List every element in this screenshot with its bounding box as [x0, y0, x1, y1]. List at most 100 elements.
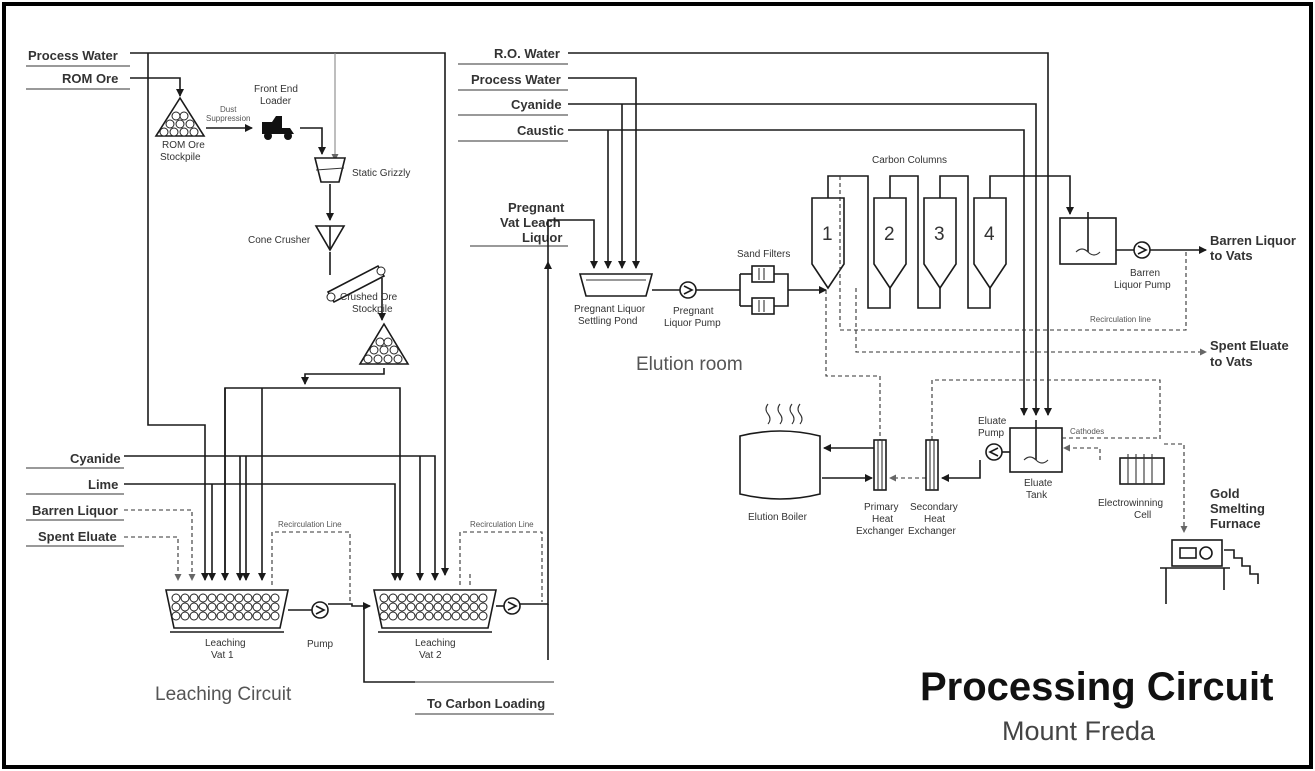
pregnant-liquor-pump: Pregnant Liquor Pump [664, 281, 721, 329]
sand-filters: Sand Filters [737, 249, 790, 315]
input-rom-ore: ROM Ore [62, 71, 118, 86]
eluate-tank-label-2: Tank [1026, 490, 1048, 501]
ore-ball [261, 593, 271, 603]
crushed-ore-stockpile: Crushed Ore Stockpile [340, 292, 410, 365]
svg-text:2: 2 [884, 224, 895, 245]
ore-ball [478, 602, 488, 612]
rom-stockpile-label-1: ROM Ore [162, 140, 205, 151]
primary-label-1: Primary [864, 502, 898, 513]
svg-text:1: 1 [822, 224, 833, 245]
ore-ball [469, 593, 479, 603]
ore-ball [415, 611, 425, 621]
ore-ball [397, 611, 407, 621]
ore-ball [261, 611, 271, 621]
ore-ball [388, 611, 398, 621]
ore-ball [469, 602, 479, 612]
leaching-vat-1: Leaching Vat 1 [165, 589, 289, 661]
ore-ball [234, 593, 244, 603]
output-gold-1: Gold [1210, 486, 1240, 501]
secondary-heat-exchanger: Secondary Heat Exchanger [908, 439, 958, 537]
ore-ball [180, 593, 190, 603]
static-grizzly: Static Grizzly [313, 157, 410, 183]
ore-ball [406, 611, 416, 621]
leaching-circuit: Process Water ROM Ore ROM Ore Stockpile … [26, 48, 554, 715]
rom-stockpile-label-2: Stockpile [160, 152, 201, 163]
secondary-label-3: Exchanger [908, 526, 956, 537]
input-caustic: Caustic [517, 123, 564, 138]
leaching-circuit-label: Leaching Circuit [155, 684, 292, 705]
ore-ball [379, 593, 389, 603]
crushed-label-2: Stockpile [352, 304, 393, 315]
crushed-label-1: Crushed Ore [340, 292, 398, 303]
ore-ball [189, 602, 199, 612]
ore-ball [478, 611, 488, 621]
carbon-columns-label: Carbon Columns [872, 155, 947, 166]
eluate-pump-label-2: Pump [978, 428, 1005, 439]
output-barren-to-vats-1: Barren Liquor [1210, 233, 1296, 248]
ore-ball [451, 602, 461, 612]
ore-ball [207, 593, 217, 603]
ore-ball [433, 602, 443, 612]
input-pregnant-2: Vat Leach [500, 215, 561, 230]
input-lime: Lime [88, 477, 118, 492]
input-spent-eluate: Spent Eluate [38, 529, 117, 544]
pump-label: Pump [307, 639, 334, 650]
ore-ball [424, 602, 434, 612]
input-cyanide-left: Cyanide [70, 451, 121, 466]
ore-ball [388, 593, 398, 603]
ore-ball [406, 602, 416, 612]
output-gold-3: Furnace [1210, 516, 1261, 531]
ore-ball [442, 602, 452, 612]
recirc-label-1: Recirculation Line [278, 520, 342, 529]
cone-crusher: Cone Crusher [248, 225, 346, 252]
loader-label-1: Front End [254, 84, 298, 95]
input-cyanide-right: Cyanide [511, 97, 562, 112]
ore-ball [207, 602, 217, 612]
eluate-tank: Eluate Tank [1009, 420, 1063, 501]
ore-ball [415, 602, 425, 612]
secondary-label-2: Heat [924, 514, 945, 525]
ore-ball [171, 611, 181, 621]
elution-room-label: Elution room [636, 354, 743, 375]
pond-label-1: Pregnant Liquor [574, 304, 646, 315]
ore-ball [433, 593, 443, 603]
settling-pond: Pregnant Liquor Settling Pond [574, 273, 654, 327]
sand-filters-label: Sand Filters [737, 249, 790, 260]
ore-ball [424, 593, 434, 603]
ore-ball [198, 611, 208, 621]
ore-ball [189, 593, 199, 603]
ore-ball [261, 602, 271, 612]
ore-ball [225, 611, 235, 621]
output-to-carbon-loading: To Carbon Loading [427, 696, 545, 711]
secondary-label-1: Secondary [910, 502, 958, 513]
vat1-label-1: Leaching [205, 638, 246, 649]
pl-pump-label-2: Liquor Pump [664, 318, 721, 329]
page-subtitle: Mount Freda [1002, 716, 1156, 746]
ore-ball [388, 602, 398, 612]
pl-pump-label-1: Pregnant [673, 306, 714, 317]
recirc-label-3: Recirculation line [1090, 315, 1151, 324]
ore-ball [234, 611, 244, 621]
ore-ball [171, 593, 181, 603]
gold-smelting-furnace [1160, 539, 1259, 604]
conveyor [326, 264, 386, 304]
electrowinning-cell: Electrowinning Cell [1098, 454, 1165, 521]
vat1-label-2: Vat 1 [211, 650, 234, 661]
pump-1: Pump [288, 601, 371, 650]
ore-ball [234, 602, 244, 612]
ore-ball [460, 611, 470, 621]
carbon-column-1: 1 [811, 197, 845, 290]
input-ro-water: R.O. Water [494, 46, 560, 61]
front-end-loader: Front End Loader [254, 84, 298, 140]
ore-ball [180, 602, 190, 612]
page-title: Processing Circuit [920, 665, 1273, 709]
rom-ore-stockpile: ROM Ore Stockpile [154, 96, 206, 163]
eluate-pump-label-1: Eluate [978, 416, 1007, 427]
ore-ball [460, 602, 470, 612]
cone-crusher-label: Cone Crusher [248, 235, 311, 246]
ore-ball [252, 602, 262, 612]
ore-ball [424, 611, 434, 621]
grizzly-label: Static Grizzly [352, 168, 410, 179]
ore-ball [198, 602, 208, 612]
